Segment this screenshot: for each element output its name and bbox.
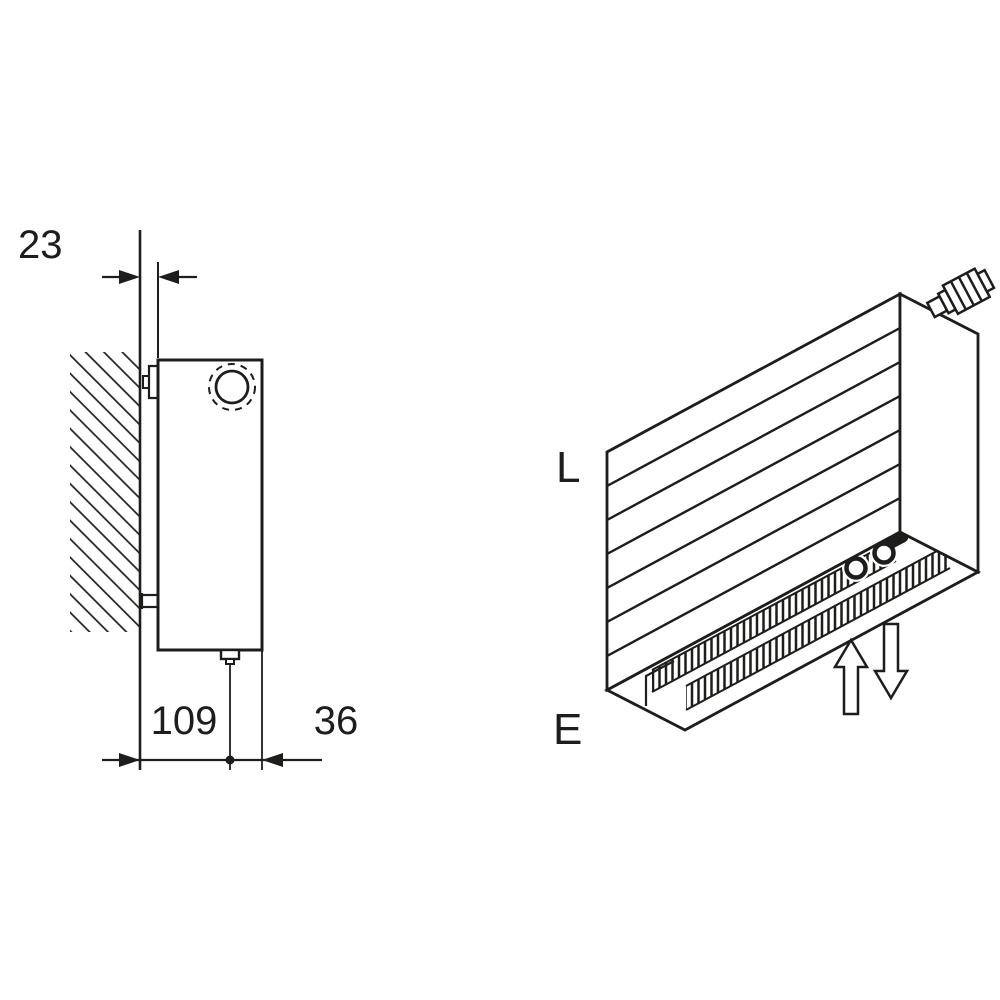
dim-arrow-right-icon xyxy=(119,270,140,284)
pipe-ring-1 xyxy=(844,556,868,580)
airflow-arrows xyxy=(832,622,910,716)
isometric-view: L E xyxy=(553,266,996,754)
dim-arrow-right-icon xyxy=(119,753,140,767)
thermostatic-valve xyxy=(925,266,996,319)
drain-plug xyxy=(219,648,241,661)
side-view: 23 109 36 xyxy=(18,223,358,770)
pipe-ring-2 xyxy=(872,541,896,565)
drain-plug-tip xyxy=(225,658,235,665)
airflow-down-arrow-icon xyxy=(872,622,910,701)
vent-dashed-circle xyxy=(208,363,256,411)
valve-cap xyxy=(975,268,996,294)
front-slat-lines xyxy=(606,326,901,658)
radiator-side-face xyxy=(898,291,980,575)
wall-bracket-top-hook xyxy=(142,375,149,389)
dim-arrow-left-icon xyxy=(262,753,283,767)
dim-value-109: 109 xyxy=(151,699,218,743)
dim-center-dot xyxy=(225,755,235,765)
vent-plug-circle xyxy=(214,369,250,405)
dim-arrow-left-icon xyxy=(158,270,179,284)
airflow-up-arrow-icon xyxy=(832,637,870,716)
radiator-side-profile xyxy=(156,358,264,652)
wall-bracket-top xyxy=(147,364,158,400)
wall-bracket-bottom xyxy=(140,593,158,609)
wall-hatch xyxy=(70,352,140,632)
label-height-e: E xyxy=(553,705,582,754)
dim-value-36: 36 xyxy=(314,699,359,743)
convector-fins-back-row xyxy=(685,543,951,711)
dim-value-23: 23 xyxy=(18,223,63,267)
label-length-l: L xyxy=(556,443,580,492)
dimension-wall-clearance: 23 xyxy=(18,223,197,284)
dimension-bottom: 109 36 xyxy=(102,650,358,770)
